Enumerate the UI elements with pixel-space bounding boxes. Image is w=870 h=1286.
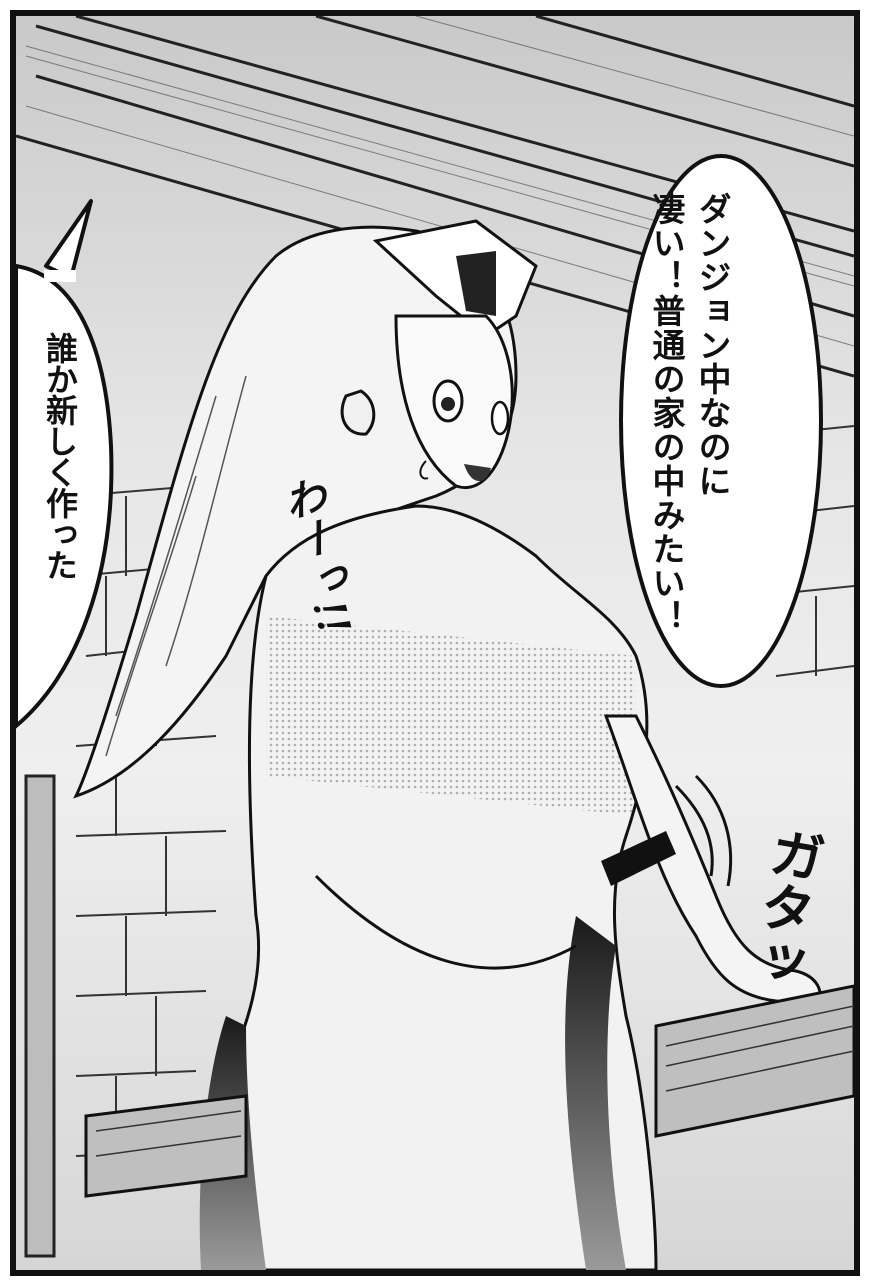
panel-artwork (16, 16, 854, 1270)
speech-text-left-line1: 誰か新しく作った (41, 332, 79, 580)
speech-text-right-line2: 凄い！普通の家の中みたい！ (647, 192, 686, 634)
speech-bubble-right (619, 154, 823, 688)
wooden-table (654, 984, 854, 1138)
armband (601, 831, 676, 886)
sound-effect-gata: ガタッ (738, 822, 828, 993)
sound-effect-wa: わーっ!! (273, 472, 396, 686)
girl-arm (603, 714, 822, 1008)
speech-bubble-left (16, 263, 114, 729)
manga-panel: ダンジョン中なのに 凄い！普通の家の中みたい！ 誰か新しく作った わーっ!! ガ… (10, 10, 860, 1276)
speech-text-right-line1: ダンジョン中なのに (693, 192, 732, 498)
dress-slit-center (565, 916, 626, 1270)
